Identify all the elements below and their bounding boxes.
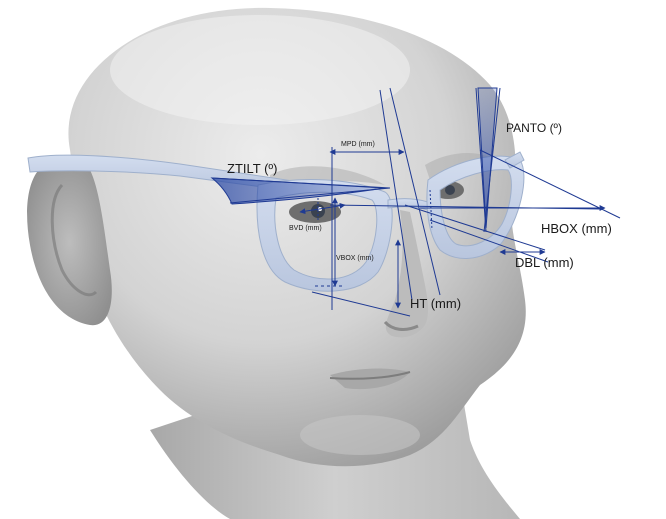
label-panto: PANTO (º)	[506, 122, 562, 134]
label-vbox: VBOX (mm)	[336, 255, 374, 262]
label-bvd: BVD (mm)	[289, 225, 322, 232]
label-hbox: HBOX (mm)	[541, 222, 612, 235]
label-mpd: MPD (mm)	[341, 141, 375, 148]
label-dbl: DBL (mm)	[515, 256, 574, 269]
label-ztilt: ZTILT (º)	[227, 162, 277, 175]
label-ht: HT (mm)	[410, 297, 461, 310]
